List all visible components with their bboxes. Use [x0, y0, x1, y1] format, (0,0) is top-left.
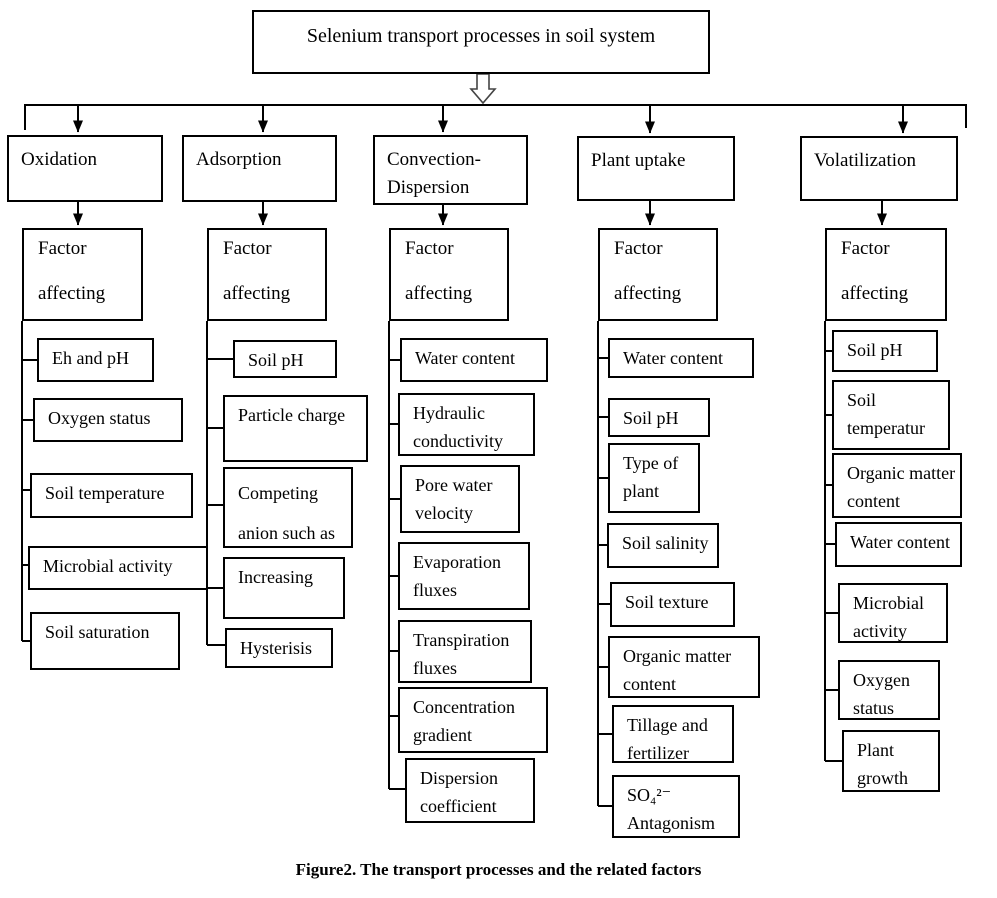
factor-label: Dispersion coefficient — [420, 768, 498, 816]
factor-box: Concentration gradient — [398, 687, 548, 753]
factor-box: Increasing — [223, 557, 345, 619]
factor-label: Evaporation fluxes — [413, 552, 501, 600]
factor-box: Water content — [400, 338, 548, 382]
figure-caption: Figure2. The transport processes and the… — [0, 860, 997, 880]
factor-box: Soil temperature — [30, 473, 193, 518]
factor-box: Hysterisis — [225, 628, 333, 668]
factor-box: Pore water velocity — [400, 465, 520, 533]
factor-box: Hydraulic conductivity — [398, 393, 535, 456]
branch-box-oxidation: Oxidation — [7, 135, 163, 202]
factor-box: Water content — [608, 338, 754, 378]
branch-box-plant-uptake: Plant uptake — [577, 136, 735, 201]
factor-box: Evaporation fluxes — [398, 542, 530, 610]
factor-label: Oxygen status — [48, 408, 151, 428]
factor-box: Oxygen status — [33, 398, 183, 442]
factor-box: Soil texture — [610, 582, 735, 627]
factor-label: Soil temperatur — [847, 390, 925, 438]
factor-label: Soil salinity — [622, 533, 709, 553]
factor-label: Soil pH — [623, 408, 679, 428]
factor-label: Concentration gradient — [413, 697, 515, 745]
factor-label: Microbial activity — [43, 556, 173, 576]
factor-label: Oxygen status — [853, 670, 910, 718]
factor-affecting-box-oxidation: Factor affecting — [22, 228, 143, 321]
factor-label-line2: affecting — [405, 283, 473, 305]
factor-label: Increasing — [238, 567, 313, 587]
title-box: Selenium transport processes in soil sys… — [252, 10, 710, 74]
factor-label-line2: affecting — [38, 283, 106, 305]
factor-box: Soil salinity — [607, 523, 719, 568]
factor-box: Soil pH — [233, 340, 337, 378]
branch-label: Adsorption — [196, 149, 282, 170]
factor-box: Tillage and fertilizer — [612, 705, 734, 763]
factor-label: Water content — [415, 348, 516, 368]
factor-label: Water content — [850, 532, 951, 552]
branch-label: Convection-Dispersion — [387, 149, 481, 198]
factor-box: Plant growth — [842, 730, 940, 792]
factor-label: Soil saturation — [45, 622, 150, 642]
factor-affecting-box-volatilization: Factor affecting — [825, 228, 947, 321]
factor-box: Soil saturation — [30, 612, 180, 670]
factor-label-line1: Factor — [223, 238, 272, 259]
factor-affecting-box-plant-uptake: Factor affecting — [598, 228, 718, 321]
factor-label-line1: Factor — [614, 238, 663, 259]
factor-label: Microbial activity — [853, 593, 924, 641]
factor-box: Water content — [835, 522, 962, 567]
branch-box-convection-dispersion: Convection-Dispersion — [373, 135, 528, 205]
factor-label: Type of plant — [623, 453, 679, 501]
factor-label: Tillage and fertilizer — [627, 715, 708, 763]
branch-label: Plant uptake — [591, 150, 686, 171]
factor-label: Soil pH — [248, 350, 304, 370]
branch-label: Volatilization — [814, 150, 917, 171]
factor-box: Microbial activity — [838, 583, 948, 643]
factor-box: Soil pH — [832, 330, 938, 372]
diagram-title: Selenium transport processes in soil sys… — [306, 25, 656, 47]
branch-label: Oxidation — [21, 149, 97, 170]
factor-label-line1: Factor — [405, 238, 454, 259]
factor-label: Eh and pH — [52, 348, 129, 368]
factor-box: Competing anion such as — [223, 467, 353, 548]
factor-label-line1: Factor — [841, 238, 890, 259]
down-arrow-icon — [469, 73, 497, 105]
factor-box: Oxygen status — [838, 660, 940, 720]
factor-label: Particle charge — [238, 405, 346, 425]
factor-label-line1: Factor — [38, 238, 87, 259]
factor-label: Organic matter content — [847, 463, 956, 511]
factor-label: Water content — [623, 348, 724, 368]
factor-box: Organic matter content — [608, 636, 760, 698]
factor-label: Soil pH — [847, 340, 903, 360]
factor-box: Type of plant — [608, 443, 700, 513]
factor-label: Hysterisis — [240, 638, 312, 658]
factor-label: Competing anion such as — [238, 483, 335, 543]
factor-box: Soil pH — [608, 398, 710, 437]
factor-box: Eh and pH — [37, 338, 154, 382]
factor-label: Pore water velocity — [415, 475, 493, 523]
factor-box: SO₄²⁻ Antagonism — [612, 775, 740, 838]
factor-label: Transpiration fluxes — [413, 630, 510, 678]
factor-label-line2: affecting — [223, 283, 291, 305]
factor-label: Soil texture — [625, 592, 709, 612]
factor-affecting-box-adsorption: Factor affecting — [207, 228, 327, 321]
factor-label-line2: affecting — [841, 283, 909, 305]
factor-label: Hydraulic conductivity — [413, 403, 503, 451]
factor-box: Microbial activity — [28, 546, 208, 590]
factor-box: Transpiration fluxes — [398, 620, 532, 683]
branch-box-adsorption: Adsorption — [182, 135, 337, 202]
factor-box: Particle charge — [223, 395, 368, 462]
factor-box: Dispersion coefficient — [405, 758, 535, 823]
factor-label: Organic matter content — [623, 646, 732, 694]
factor-box: Organic matter content — [832, 453, 962, 518]
factor-label: Plant growth — [857, 740, 908, 788]
branch-box-volatilization: Volatilization — [800, 136, 958, 201]
factor-affecting-box-convection-dispersion: Factor affecting — [389, 228, 509, 321]
factor-label: Soil temperature — [45, 483, 165, 503]
factor-label-line2: affecting — [614, 283, 682, 305]
factor-label: SO₄²⁻ Antagonism — [627, 785, 715, 833]
figure-caption-text: Figure2. The transport processes and the… — [295, 860, 702, 879]
factor-box: Soil temperatur — [832, 380, 950, 450]
